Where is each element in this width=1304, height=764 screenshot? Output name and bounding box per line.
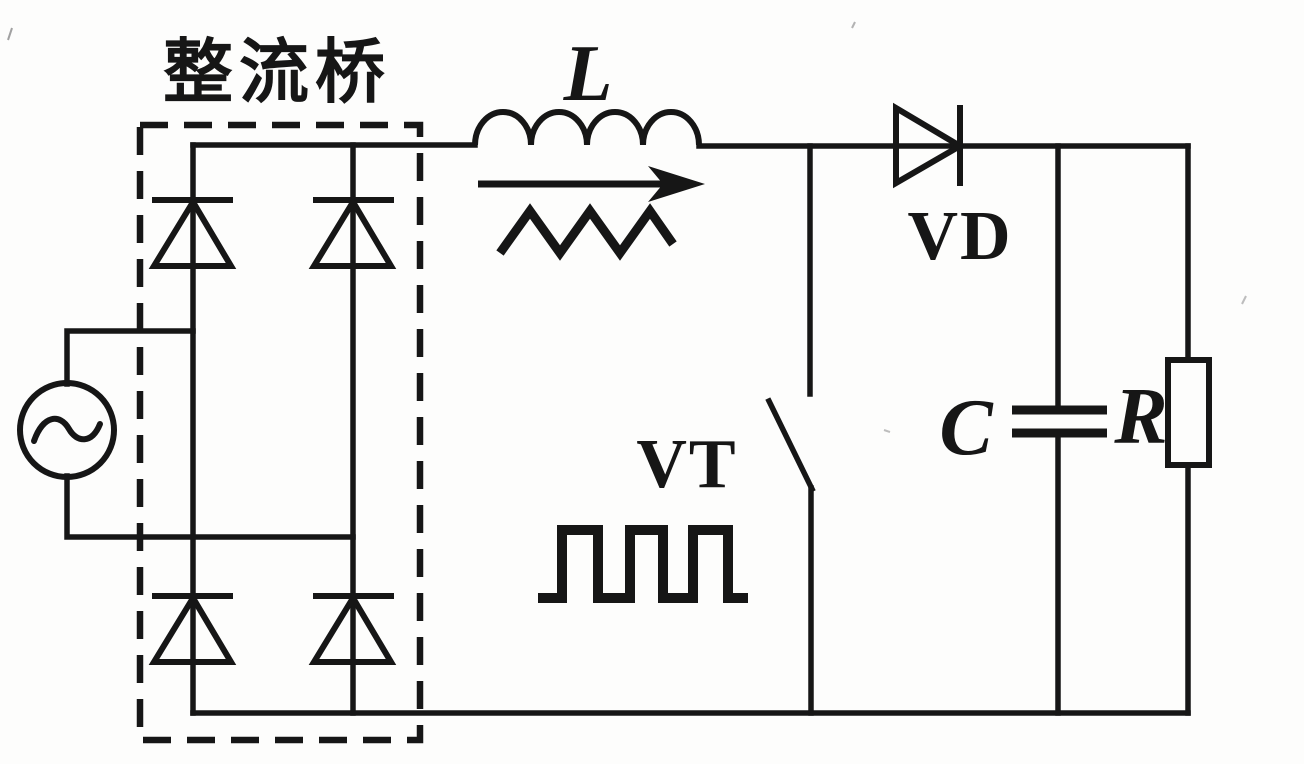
resistor-box: [1165, 357, 1212, 468]
bridge-diode-bottom-right: [308, 592, 397, 665]
inductor-label: L: [563, 30, 613, 118]
ac-source: [17, 380, 117, 480]
diode-triangle: [148, 196, 237, 269]
diode-triangle: [148, 592, 237, 665]
sine-wave-icon: [31, 415, 103, 444]
current-arrow: [478, 166, 705, 202]
triangle-wave-icon: [496, 203, 677, 261]
switch-label: VT: [636, 426, 737, 503]
switch-blade: [765, 397, 816, 493]
capacitor-label: C: [939, 384, 994, 472]
wire-ac-top-lead: [64, 328, 196, 387]
resistor-label: R: [1113, 373, 1167, 461]
square-pulse-icon: [538, 525, 748, 603]
bridge-dashed-box: [136, 121, 424, 744]
freewheel-diode: [893, 102, 966, 189]
diode-triangle: [308, 196, 397, 269]
bridge-diode-bottom-left: [148, 592, 237, 665]
diode-triangle: [308, 592, 397, 665]
inductor: [472, 109, 702, 146]
wires: [64, 142, 1191, 716]
ac-source-circle: [17, 380, 117, 480]
bridge-diode-top-right: [308, 196, 397, 269]
scan-speckles: [7, 21, 1247, 433]
wire-ac-bottom-lead: [64, 473, 356, 540]
freewheel-diode-label: VD: [907, 198, 1012, 275]
diode-triangle: [893, 102, 966, 189]
inductor-coil-icon: [472, 109, 702, 146]
bridge-label: 整流桥: [163, 31, 391, 113]
arrow-head-icon: [648, 166, 705, 202]
bridge-diode-top-left: [148, 196, 237, 269]
capacitor: [1012, 405, 1107, 438]
